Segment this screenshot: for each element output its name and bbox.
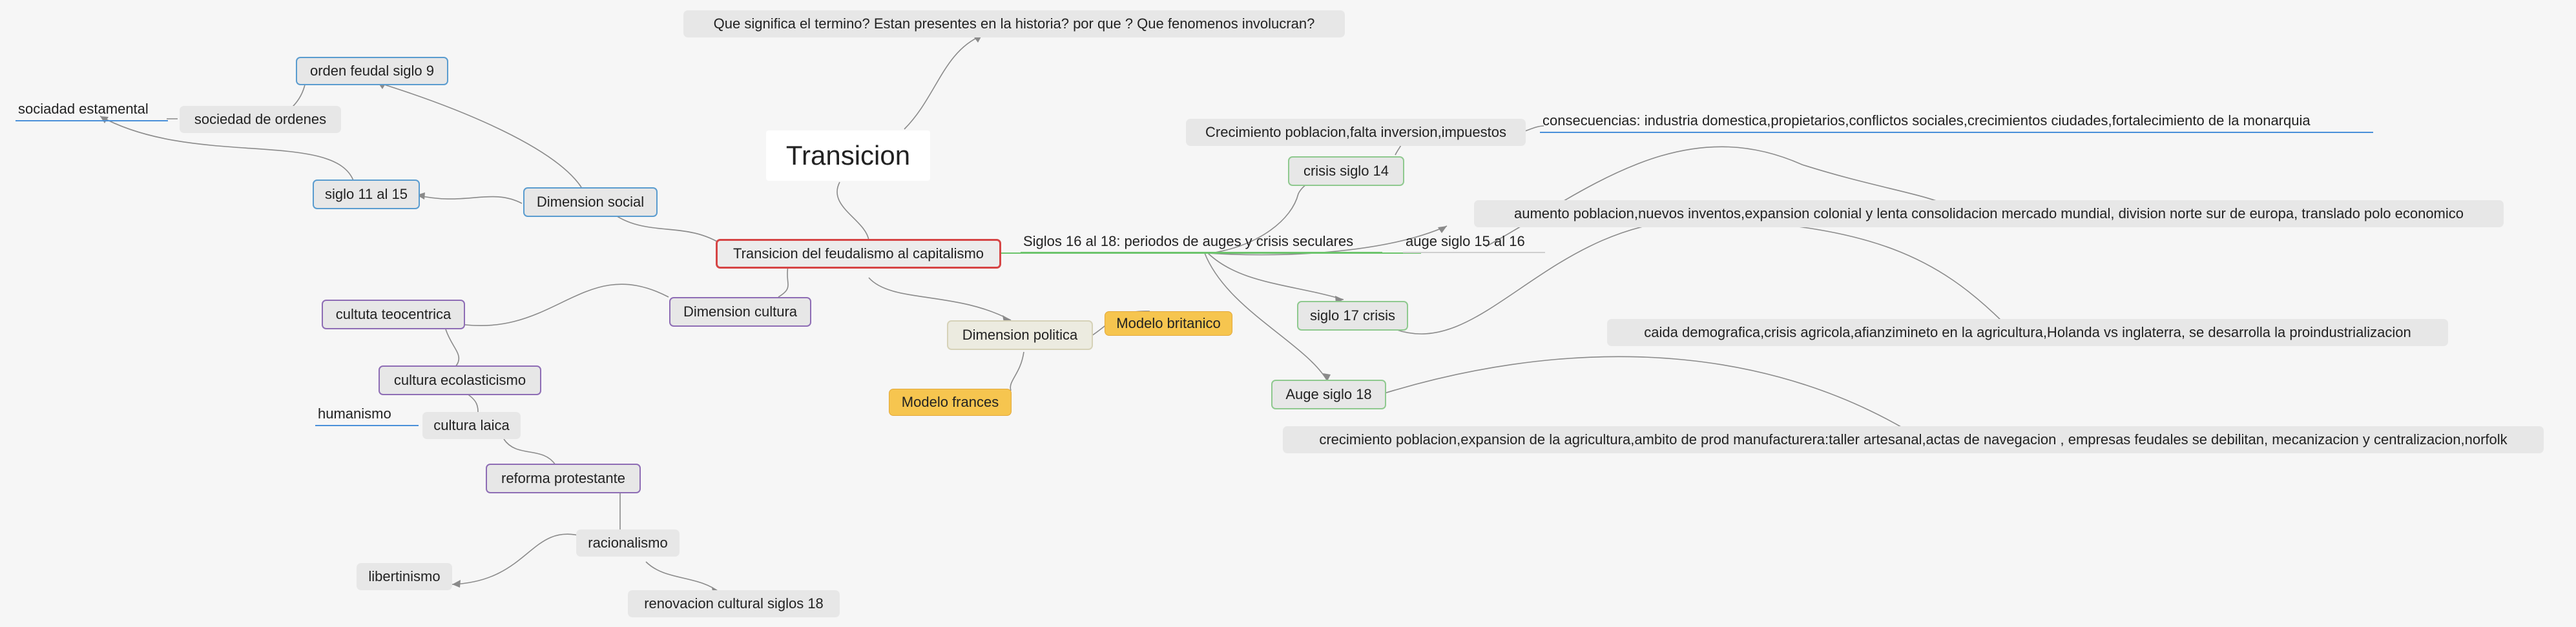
cultura-escolasticismo-node[interactable]: cultura ecolasticismo bbox=[379, 365, 541, 395]
crisis-siglo-14-node[interactable]: crisis siglo 14 bbox=[1288, 156, 1404, 186]
sociedad-ordenes-node[interactable]: sociedad de ordenes bbox=[180, 106, 341, 133]
siglo-17-crisis-node[interactable]: siglo 17 crisis bbox=[1297, 301, 1408, 331]
racionalismo-node[interactable]: racionalismo bbox=[576, 529, 680, 557]
question-node[interactable]: Que significa el termino? Estan presente… bbox=[683, 10, 1345, 37]
dimension-social-node[interactable]: Dimension social bbox=[523, 187, 658, 217]
root-topic[interactable]: Transicion bbox=[766, 130, 930, 181]
sociedad-estamental-node[interactable]: sociadad estamental bbox=[16, 98, 168, 121]
reforma-protestante-node[interactable]: reforma protestante bbox=[486, 464, 641, 493]
dimension-cultura-node[interactable]: Dimension cultura bbox=[669, 297, 811, 327]
modelo-frances-node[interactable]: Modelo frances bbox=[889, 389, 1012, 416]
siglos-16-18-node[interactable]: Siglos 16 al 18: periodos de auges y cri… bbox=[1021, 231, 1382, 253]
orden-feudal-node[interactable]: orden feudal siglo 9 bbox=[296, 57, 448, 85]
renovacion-cultural-node[interactable]: renovacion cultural siglos 18 bbox=[628, 590, 840, 617]
cultura-teocentrica-node[interactable]: cultuta teocentrica bbox=[322, 300, 465, 329]
caida-demografica-node[interactable]: caida demografica,crisis agricola,afianz… bbox=[1607, 319, 2448, 346]
libertinismo-node[interactable]: libertinismo bbox=[357, 563, 452, 590]
crecimiento-poblacion-node[interactable]: Crecimiento poblacion,falta inversion,im… bbox=[1186, 119, 1526, 146]
crecimiento-siglo-18-node[interactable]: crecimiento poblacion,expansion de la ag… bbox=[1283, 426, 2544, 453]
auge-siglo-15-16-node[interactable]: auge siglo 15 al 16 bbox=[1403, 231, 1545, 253]
dimension-politica-node[interactable]: Dimension politica bbox=[947, 320, 1093, 350]
modelo-britanico-node[interactable]: Modelo britanico bbox=[1105, 311, 1232, 336]
consecuencias-node[interactable]: consecuencias: industria domestica,propi… bbox=[1540, 110, 2373, 133]
siglo-11-15-node[interactable]: siglo 11 al 15 bbox=[313, 180, 420, 209]
auge-siglo-18-node[interactable]: Auge siglo 18 bbox=[1271, 380, 1386, 409]
cultura-laica-node[interactable]: cultura laica bbox=[422, 412, 521, 439]
aumento-poblacion-node[interactable]: aumento poblacion,nuevos inventos,expans… bbox=[1474, 200, 2504, 227]
humanismo-node[interactable]: humanismo bbox=[315, 403, 419, 426]
central-topic[interactable]: Transicion del feudalismo al capitalismo bbox=[716, 239, 1001, 269]
